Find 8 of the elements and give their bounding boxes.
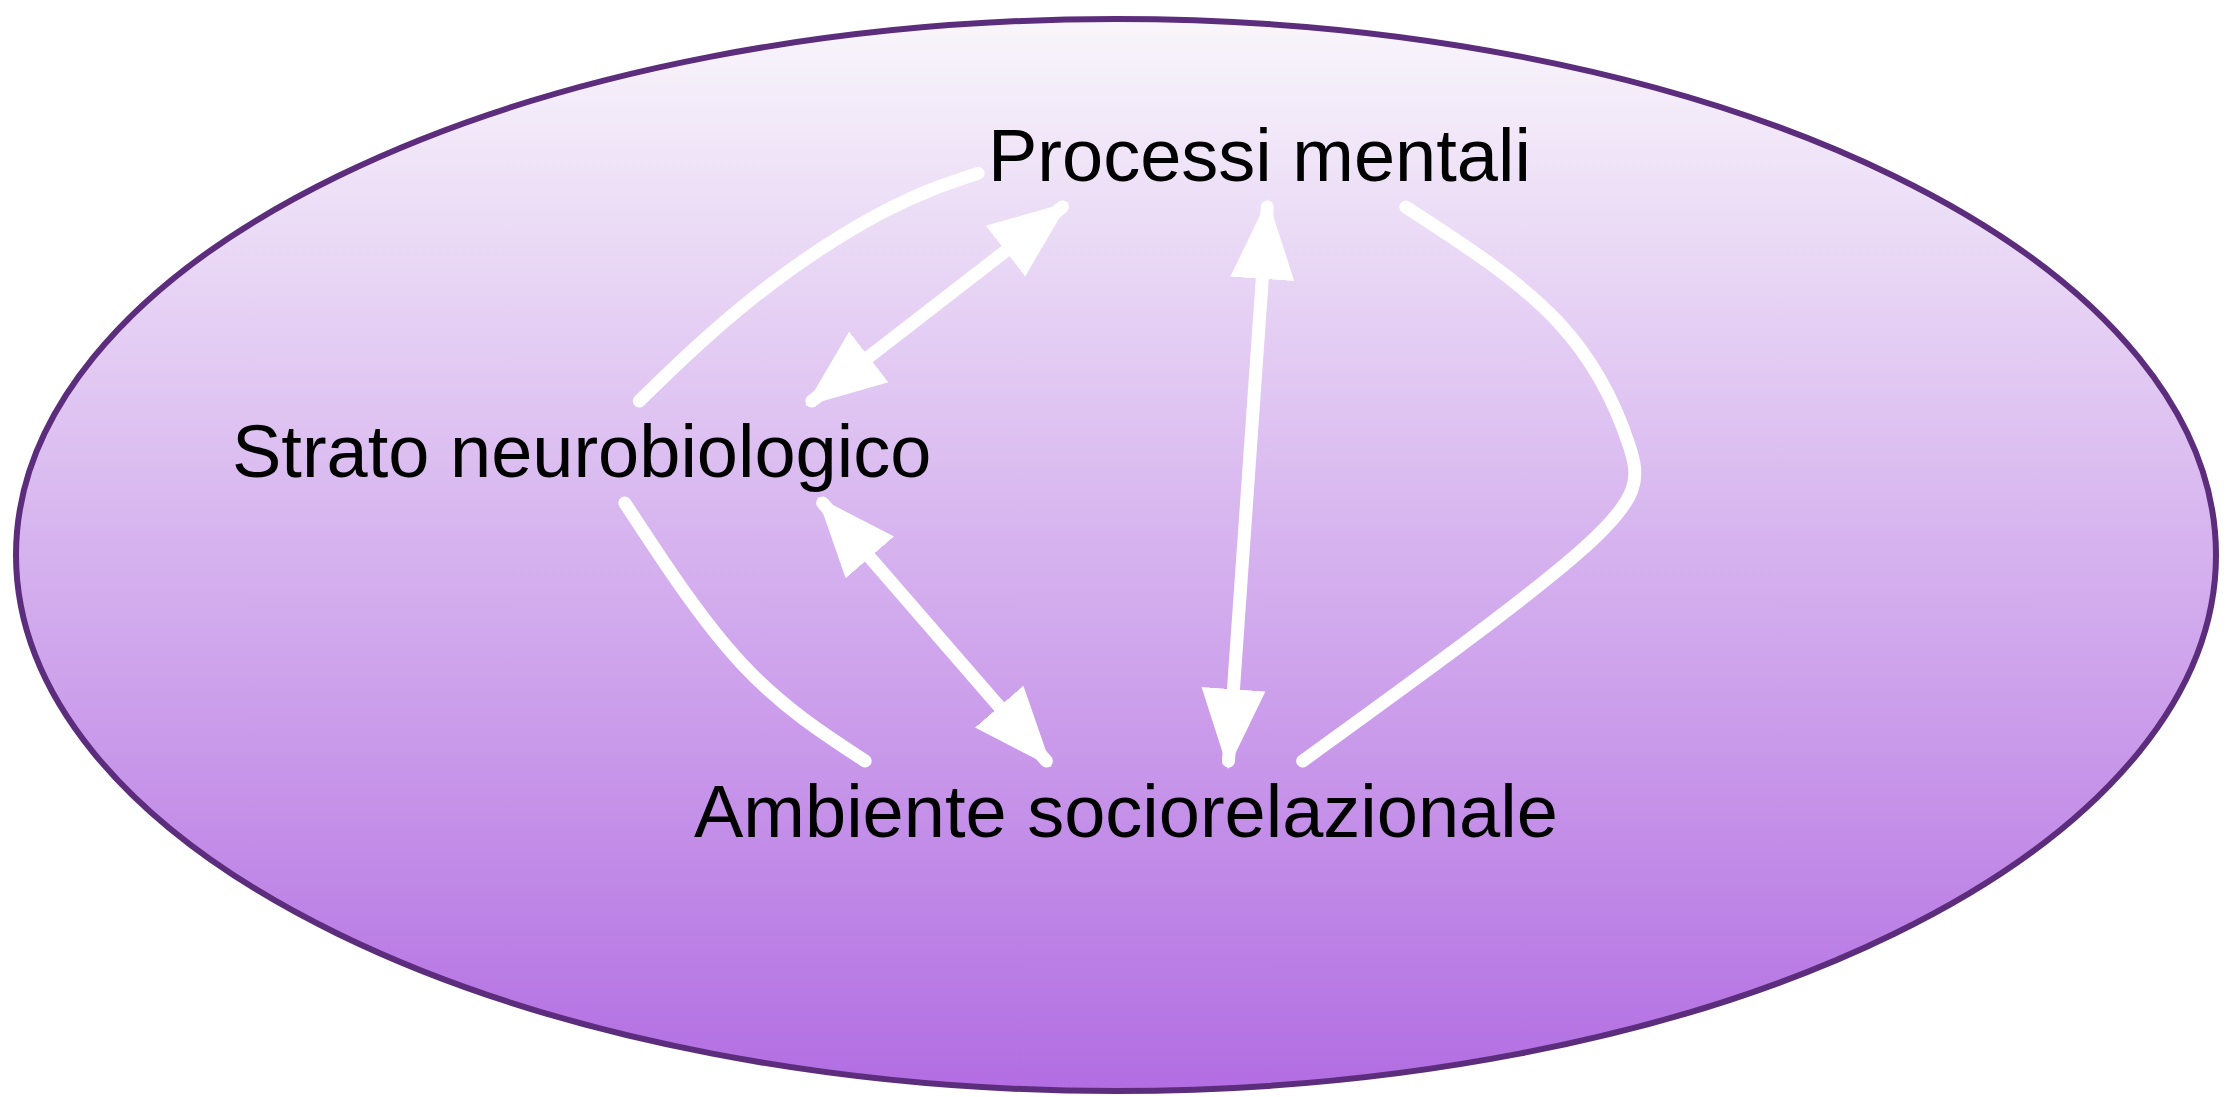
double-arrow: [1201, 199, 1295, 769]
curved-line: [632, 166, 985, 408]
node-label: Ambiente sociorelazionale: [694, 775, 1558, 849]
node-label: Processi mentali: [988, 119, 1531, 193]
curved-line: [1296, 200, 1642, 768]
double-arrow: [805, 200, 1069, 408]
curved-line: [618, 496, 872, 768]
double-arrow: [816, 496, 1053, 768]
